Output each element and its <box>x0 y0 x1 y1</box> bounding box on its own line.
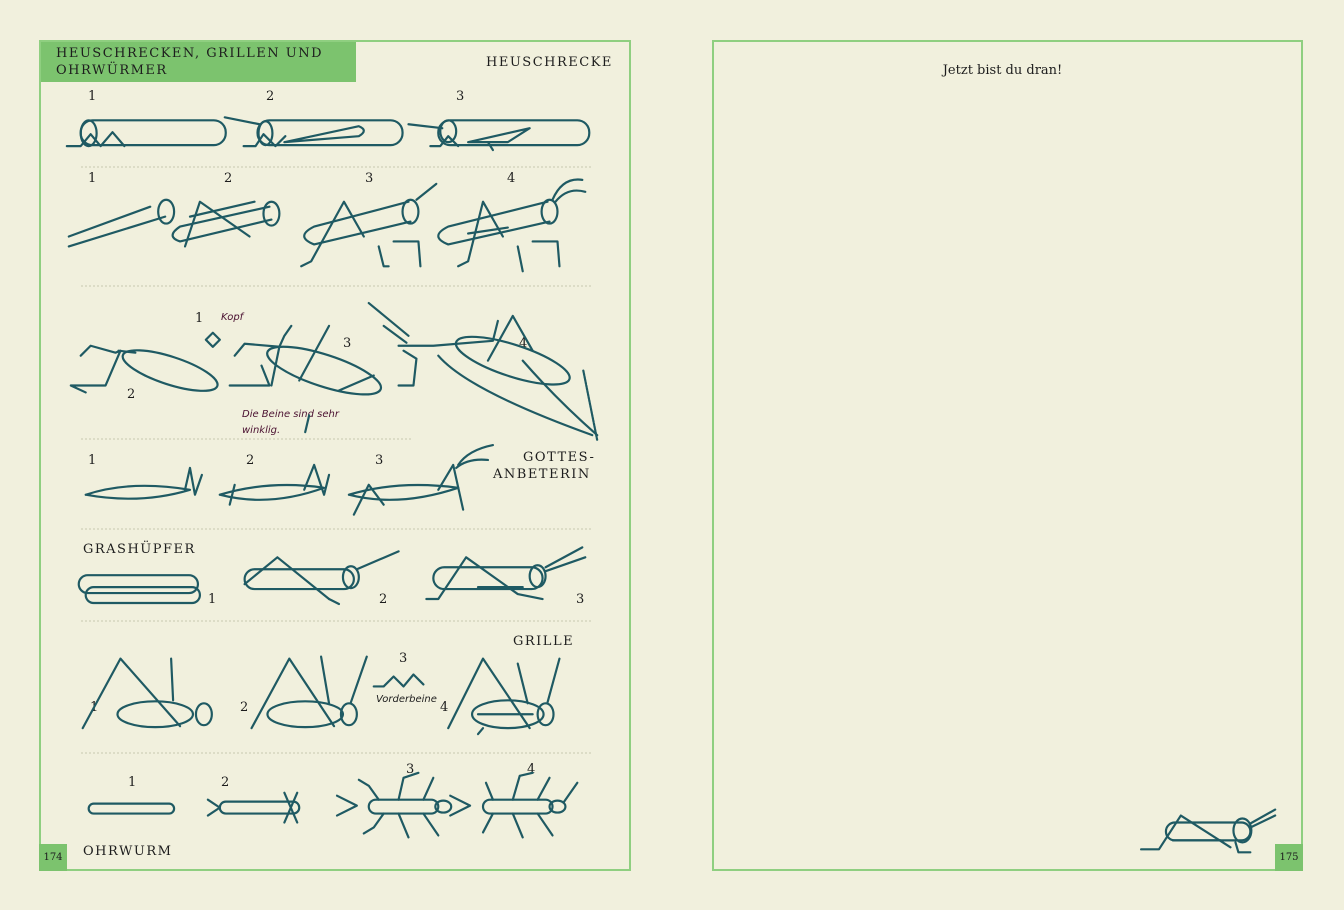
page-number: 175 <box>1275 844 1303 871</box>
step-number: 3 <box>375 453 384 468</box>
divider <box>81 285 591 287</box>
chapter-title-line1: HEUSCHRECKEN, GRILLEN UND <box>56 46 324 61</box>
step-number: 1 <box>195 311 204 326</box>
step-number: 2 <box>221 775 230 790</box>
grasshopper-row2-step3-drawing <box>300 182 438 268</box>
step-number: 3 <box>576 592 585 607</box>
grasshopper-step3-drawing <box>407 119 591 152</box>
right-page: Jetzt bist du dran! 175 <box>712 40 1303 871</box>
divider <box>81 166 591 168</box>
note-line1: Die Beine sind sehr <box>242 409 339 420</box>
section-title-grashuepfer: GRASHÜPFER <box>83 542 196 557</box>
page-number: 174 <box>39 844 67 871</box>
mantis-step4-drawing <box>367 301 599 442</box>
section-title-heuschrecke: HEUSCHRECKE <box>486 55 613 70</box>
section-title-gottesanbeterin-2: ANBETERIN <box>493 467 591 482</box>
step-number: 2 <box>224 171 233 186</box>
step-number: 4 <box>507 171 516 186</box>
grasshopper-row2-step4-drawing <box>437 178 587 273</box>
ohrwurm-step4-drawing <box>449 771 579 839</box>
mantis-step1-2-drawing <box>69 331 221 394</box>
grashuepfer-step1-drawing <box>77 574 202 605</box>
step-number: 1 <box>90 700 99 715</box>
step-number: 2 <box>266 89 275 104</box>
step-number: 3 <box>365 171 374 186</box>
grille-step2-drawing <box>250 655 368 730</box>
ohrwurm-step1-drawing <box>87 802 176 815</box>
grille-step3-front-legs-drawing <box>372 673 425 688</box>
grashuepfer-step2-drawing <box>243 550 400 606</box>
divider <box>81 438 411 440</box>
step-number: 1 <box>88 171 97 186</box>
step-number: 1 <box>128 775 137 790</box>
head-label: Kopf <box>221 312 244 323</box>
grille-step4-drawing <box>447 657 561 736</box>
note-line2: winklig. <box>242 425 281 436</box>
front-legs-label: Vorderbeine <box>376 694 437 705</box>
step-number: 3 <box>399 651 408 666</box>
grasshopper-row2-step1-drawing <box>67 198 176 248</box>
step-number: 4 <box>519 336 528 351</box>
step-number: 1 <box>208 592 217 607</box>
section-title-grille: GRILLE <box>513 634 575 649</box>
step-number: 4 <box>440 700 449 715</box>
step-number: 3 <box>406 762 415 777</box>
step-number: 3 <box>456 89 465 104</box>
step-number: 4 <box>527 762 536 777</box>
grasshopper-decoration-icon <box>1139 808 1277 854</box>
chapter-banner: HEUSCHRECKEN, GRILLEN UND OHRWÜRMER <box>41 42 356 82</box>
mantis-small-step3-drawing <box>347 443 495 516</box>
divider <box>81 752 591 754</box>
grille-step1-drawing <box>81 657 213 730</box>
ohrwurm-step2-drawing <box>206 791 301 824</box>
step-number: 2 <box>240 700 249 715</box>
mantis-small-step1-drawing <box>84 466 203 500</box>
grashuepfer-step3-drawing <box>425 546 587 601</box>
grasshopper-row2-step2-drawing <box>171 200 281 248</box>
step-number: 1 <box>88 453 97 468</box>
ohrwurm-step3-drawing <box>335 771 453 839</box>
mantis-small-step2-drawing <box>218 463 331 506</box>
divider <box>81 528 591 530</box>
step-number: 2 <box>246 453 255 468</box>
step-number: 2 <box>379 592 388 607</box>
grasshopper-step2-drawing <box>223 116 404 148</box>
section-title-gottesanbeterin-1: GOTTES- <box>523 450 596 465</box>
grasshopper-step1-drawing <box>65 119 227 148</box>
left-page: HEUSCHRECKEN, GRILLEN UND OHRWÜRMER HEUS… <box>39 40 631 871</box>
divider <box>81 620 591 622</box>
step-number: 1 <box>88 89 97 104</box>
step-number: 3 <box>343 336 352 351</box>
section-title-ohrwurm: OHRWURM <box>83 844 173 859</box>
step-number: 2 <box>127 387 136 402</box>
chapter-title-line2: OHRWÜRMER <box>56 63 168 78</box>
drawing-prompt: Jetzt bist du dran! <box>942 63 1063 78</box>
